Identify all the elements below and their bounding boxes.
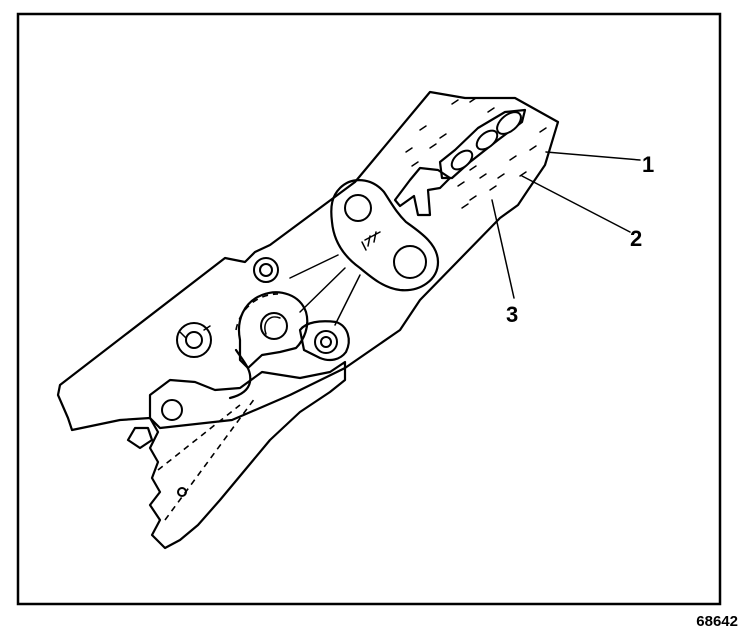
leader-line-3 — [491, 199, 515, 299]
slot-hole-3 — [450, 149, 474, 171]
latch-pawl — [393, 166, 452, 217]
lower-plate-dash-2 — [164, 397, 256, 521]
spring-clip-inner — [185, 331, 203, 349]
cam-hole-lower — [393, 245, 427, 279]
gear-sector — [237, 291, 309, 370]
callout-2: 2 — [630, 226, 642, 251]
slot-hole-2 — [475, 129, 499, 151]
gear-lower-curve — [228, 348, 252, 400]
link-line-b — [299, 267, 346, 313]
plate-texture — [405, 97, 547, 209]
callout-3: 3 — [506, 302, 518, 327]
spring-clip-notch — [179, 325, 211, 339]
lower-arm-plate — [148, 360, 347, 550]
callout-1: 1 — [642, 152, 654, 177]
link-line-c — [334, 274, 361, 326]
pivot-lower-left — [161, 399, 183, 421]
leader-line-2 — [521, 175, 631, 233]
pivot-right-inner — [320, 336, 332, 348]
leader-line-1 — [545, 151, 641, 161]
figure-number: 68642 — [696, 613, 738, 630]
cam-center-mark — [361, 231, 381, 251]
figure-frame — [16, 12, 722, 606]
link-arm-right — [298, 320, 350, 362]
slot-hole-1 — [496, 111, 522, 135]
gear-hub-mark — [264, 316, 281, 335]
upper-arm-plate — [56, 90, 560, 432]
lower-bracket-tab — [126, 426, 154, 450]
pivot-upper-inner — [259, 263, 273, 277]
link-line-a — [289, 254, 339, 279]
cam-link — [330, 179, 440, 292]
cam-hole-upper — [344, 194, 372, 222]
